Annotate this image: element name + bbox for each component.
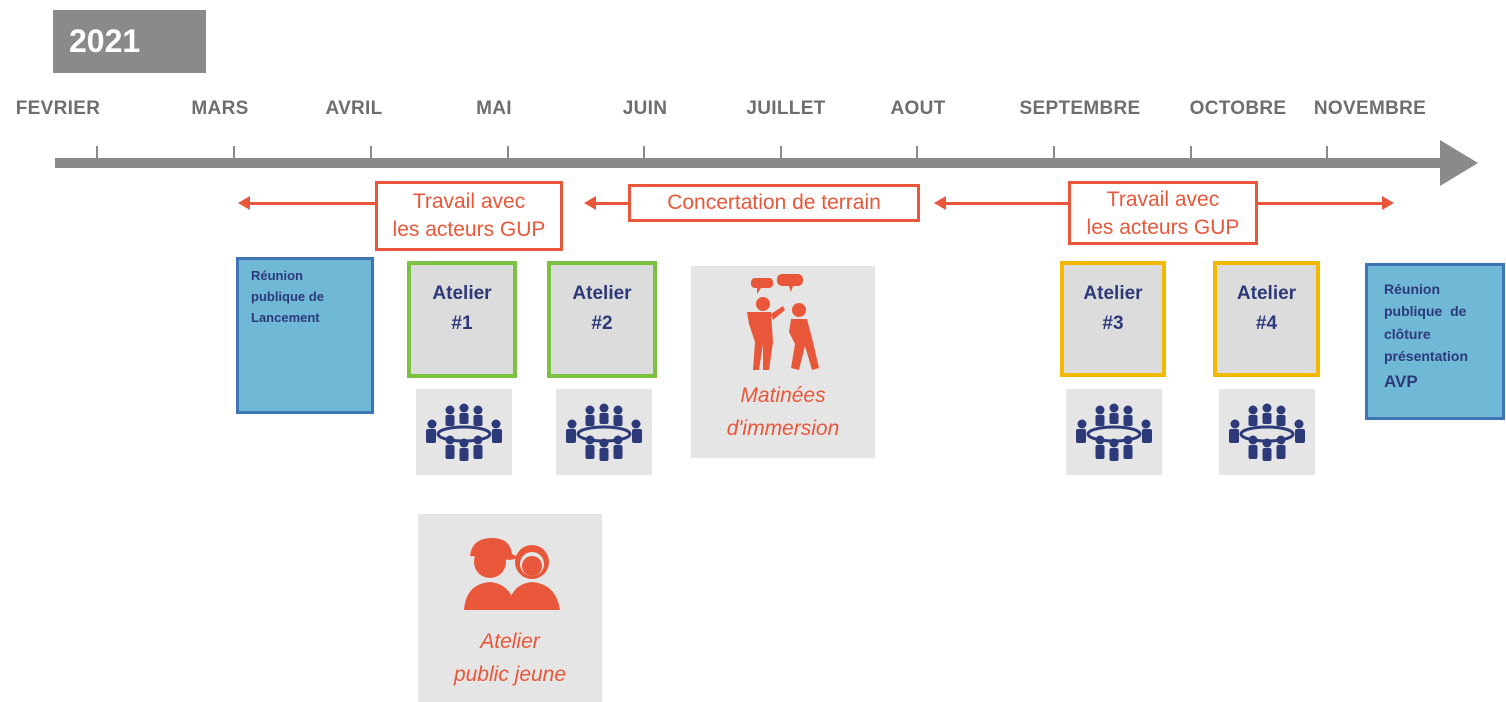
reunion-cloture-box: Réunion publique de clôture présentation…: [1365, 263, 1505, 420]
atelier-number: #3: [1102, 313, 1124, 335]
note-line: Travail avec: [1106, 188, 1220, 211]
atelier-number: #2: [591, 313, 613, 335]
atelier-3-box: Atelier #3: [1060, 261, 1166, 377]
month-label: SEPTEMBRE: [1019, 98, 1141, 119]
axis-tick: [1190, 146, 1192, 160]
note-travail-acteurs-right: Travail avec les acteurs GUP: [1068, 181, 1258, 245]
atelier-1-box: Atelier #1: [407, 261, 517, 378]
matinees-immersion-card: Matinées d'immersion: [691, 266, 875, 458]
year-badge: 2021: [53, 10, 206, 73]
caption-line: public jeune: [453, 662, 567, 686]
meeting-text: clôture: [1384, 325, 1431, 342]
range-line-right: [1256, 202, 1382, 205]
axis-tick: [233, 146, 235, 160]
atelier-label: Atelier: [432, 283, 492, 304]
timeline-axis: [55, 158, 1450, 168]
arrow-left-icon: [934, 196, 946, 210]
group-meeting-icon: [1219, 389, 1315, 475]
people-talking-icon: [747, 274, 819, 370]
caption-line: Atelier: [480, 630, 540, 653]
atelier-public-jeune-card: Atelier public jeune: [418, 514, 602, 702]
axis-tick: [1326, 146, 1328, 160]
two-young-people-icon: [464, 538, 560, 610]
axis-tick: [643, 146, 645, 160]
atelier-jeune-caption: Atelier public jeune: [418, 626, 602, 691]
group-meeting-icon: [1066, 389, 1162, 475]
timeline-arrow-head: [1440, 140, 1478, 186]
axis-tick: [780, 146, 782, 160]
axis-tick: [1053, 146, 1055, 160]
arrow-left-icon: [584, 196, 596, 210]
month-label: AOUT: [890, 98, 946, 119]
month-label: MARS: [191, 98, 249, 119]
meeting-text: présentation: [1384, 348, 1469, 365]
meeting-text: publique de: [251, 288, 324, 304]
range-line-left: [250, 202, 375, 205]
reunion-lancement-box: Réunion publique de Lancement: [236, 257, 374, 414]
axis-tick: [507, 146, 509, 160]
atelier-label: Atelier: [572, 283, 632, 304]
meeting-text: AVP: [1384, 371, 1418, 391]
atelier-number: #1: [451, 313, 473, 335]
arrow-left-icon: [238, 196, 250, 210]
caption-line: d'immersion: [726, 416, 840, 440]
note-line: Travail avec: [412, 190, 526, 213]
atelier-number: #4: [1255, 313, 1278, 335]
atelier-4-box: Atelier #4: [1213, 261, 1320, 377]
month-label: AVRIL: [325, 98, 383, 119]
note-concertation: Concertation de terrain: [628, 184, 920, 222]
meeting-text: Réunion: [1384, 281, 1440, 297]
atelier-label: Atelier: [1083, 283, 1143, 304]
month-label: OCTOBRE: [1189, 98, 1287, 119]
note-travail-acteurs-left: Travail avec les acteurs GUP: [375, 181, 563, 251]
month-label: JUILLET: [746, 98, 826, 119]
atelier-label: Atelier: [1236, 283, 1297, 304]
meeting-text: Lancement: [251, 309, 320, 325]
meeting-text: publique de: [1384, 303, 1467, 320]
month-label: JUIN: [622, 98, 668, 119]
group-meeting-icon: [416, 389, 512, 475]
matinees-caption: Matinées d'immersion: [691, 380, 875, 445]
note-line: les acteurs GUP: [392, 218, 546, 242]
axis-tick: [916, 146, 918, 160]
arrow-right-icon: [1382, 196, 1394, 210]
range-line-mid-right: [946, 202, 1068, 205]
axis-tick: [370, 146, 372, 160]
group-meeting-icon: [556, 389, 652, 475]
atelier-2-box: Atelier #2: [547, 261, 657, 378]
note-line: les acteurs GUP: [1086, 216, 1240, 240]
month-label: NOVEMBRE: [1313, 98, 1427, 119]
meeting-text: Réunion: [251, 268, 303, 283]
range-line-mid-left: [596, 202, 630, 205]
month-label: FEVRIER: [15, 98, 101, 119]
month-label: MAI: [476, 98, 512, 119]
caption-line: Matinées: [740, 384, 826, 407]
axis-tick: [96, 146, 98, 160]
